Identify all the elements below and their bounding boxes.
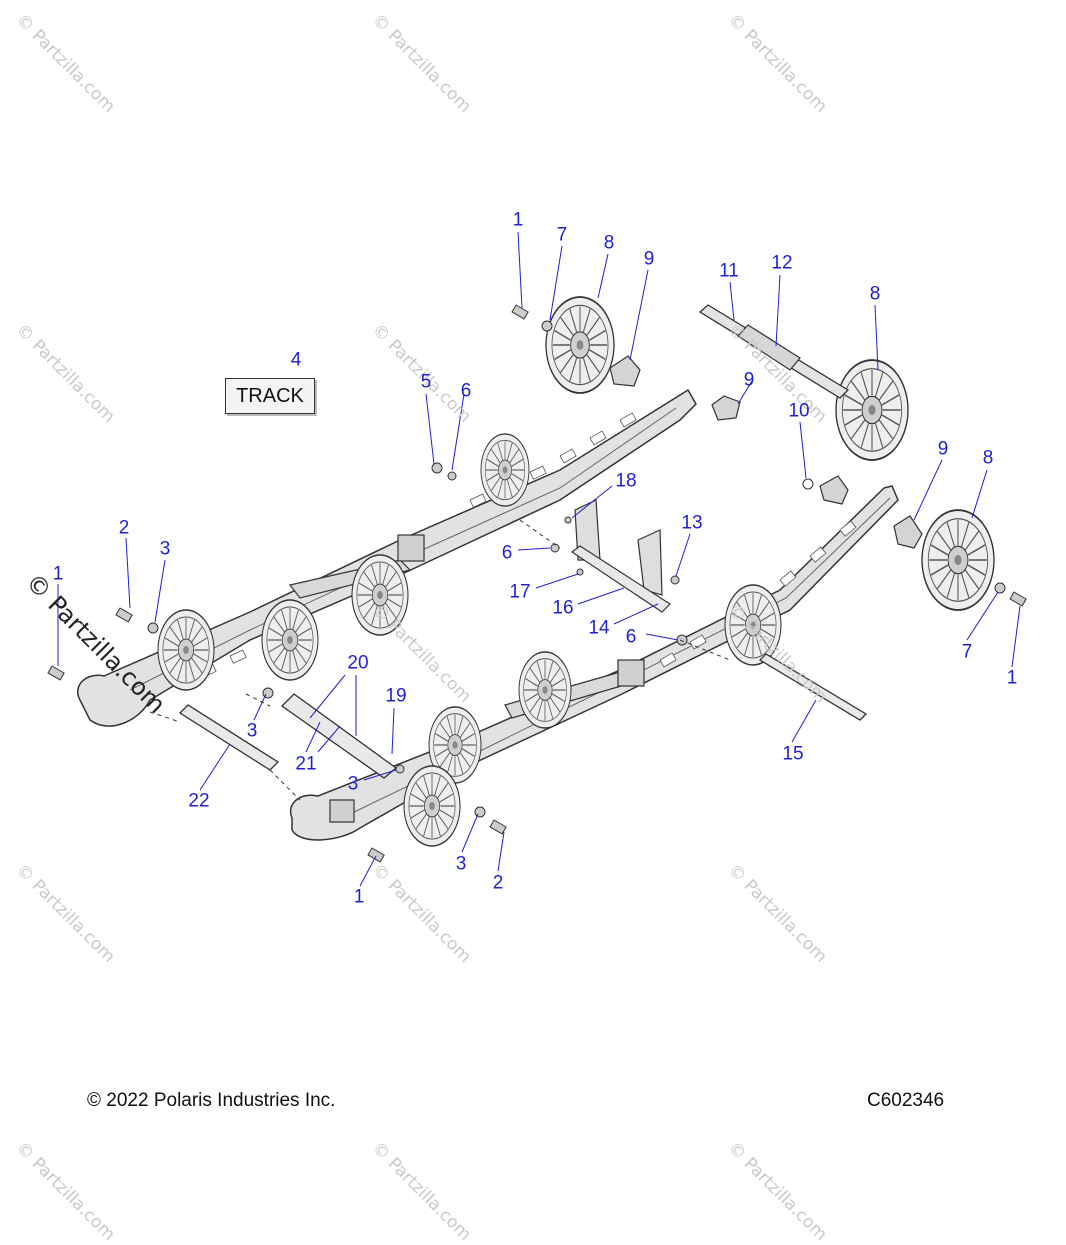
callout-label: 11	[719, 260, 739, 282]
shaft-22	[178, 704, 280, 771]
callout-label: 17	[509, 581, 531, 603]
callout-label: 8	[603, 232, 615, 254]
fasteners	[47, 304, 1027, 863]
center-shock-bracket	[570, 499, 671, 613]
bogie-wheel	[518, 651, 572, 729]
callout-label: 1	[512, 209, 524, 231]
callout-label: 7	[556, 224, 568, 246]
callout-label: 22	[188, 790, 210, 812]
callout-label: 19	[385, 685, 407, 707]
leader-lines	[57, 231, 1021, 887]
parts-diagram	[47, 231, 1027, 887]
callout-label: 3	[159, 538, 171, 560]
bogie-wheel	[157, 609, 215, 691]
rear-idler-wheel-lower-right	[921, 509, 995, 611]
callout-label: 5	[420, 371, 432, 393]
callout-label: 20	[347, 652, 369, 674]
callout-label: 6	[460, 380, 472, 402]
shafts	[178, 653, 868, 779]
callout-label: 1	[52, 563, 64, 585]
callout-label: 6	[625, 626, 637, 648]
shaft-15	[758, 653, 868, 721]
callout-label: 14	[588, 617, 610, 639]
callout-label: 2	[492, 872, 504, 894]
bumper-blocks	[609, 355, 923, 549]
callout-label: 9	[743, 369, 755, 391]
callout-label: 2	[118, 517, 130, 539]
callout-label: 12	[771, 252, 793, 274]
callout-label: 7	[961, 641, 973, 663]
rear-idler-wheel-right	[835, 359, 909, 461]
callout-label: 21	[295, 753, 317, 775]
copyright-text: © 2022 Polaris Industries Inc.	[87, 1090, 336, 1111]
callout-label: 1	[353, 886, 365, 908]
diagram-code: C602346	[867, 1090, 945, 1111]
callout-label: 10	[788, 400, 810, 422]
callout-label: 15	[782, 743, 804, 765]
rear-idler-wheel-upper-left	[545, 296, 615, 394]
callout-label: 16	[552, 597, 574, 619]
callout-label: 6	[501, 542, 513, 564]
track-label: TRACK	[236, 384, 304, 407]
callout-label: 8	[869, 283, 881, 305]
callout-label: 8	[982, 447, 994, 469]
callout-label: 9	[643, 248, 655, 270]
callout-label: 13	[681, 512, 703, 534]
bogie-wheel	[480, 433, 530, 507]
callout-label: 3	[347, 773, 359, 795]
track-label-box: TRACK	[225, 378, 315, 414]
callout-label: 1	[1006, 667, 1018, 689]
callout-label: 18	[615, 470, 637, 492]
bogie-wheel	[261, 599, 319, 681]
callout-label: 4	[290, 349, 302, 371]
callout-label: 3	[246, 720, 258, 742]
rear-axle-assembly	[698, 304, 850, 399]
bogie-wheel	[403, 765, 461, 847]
callout-label: 3	[455, 853, 467, 875]
callout-label: 9	[937, 438, 949, 460]
alignment-lines	[149, 519, 731, 801]
